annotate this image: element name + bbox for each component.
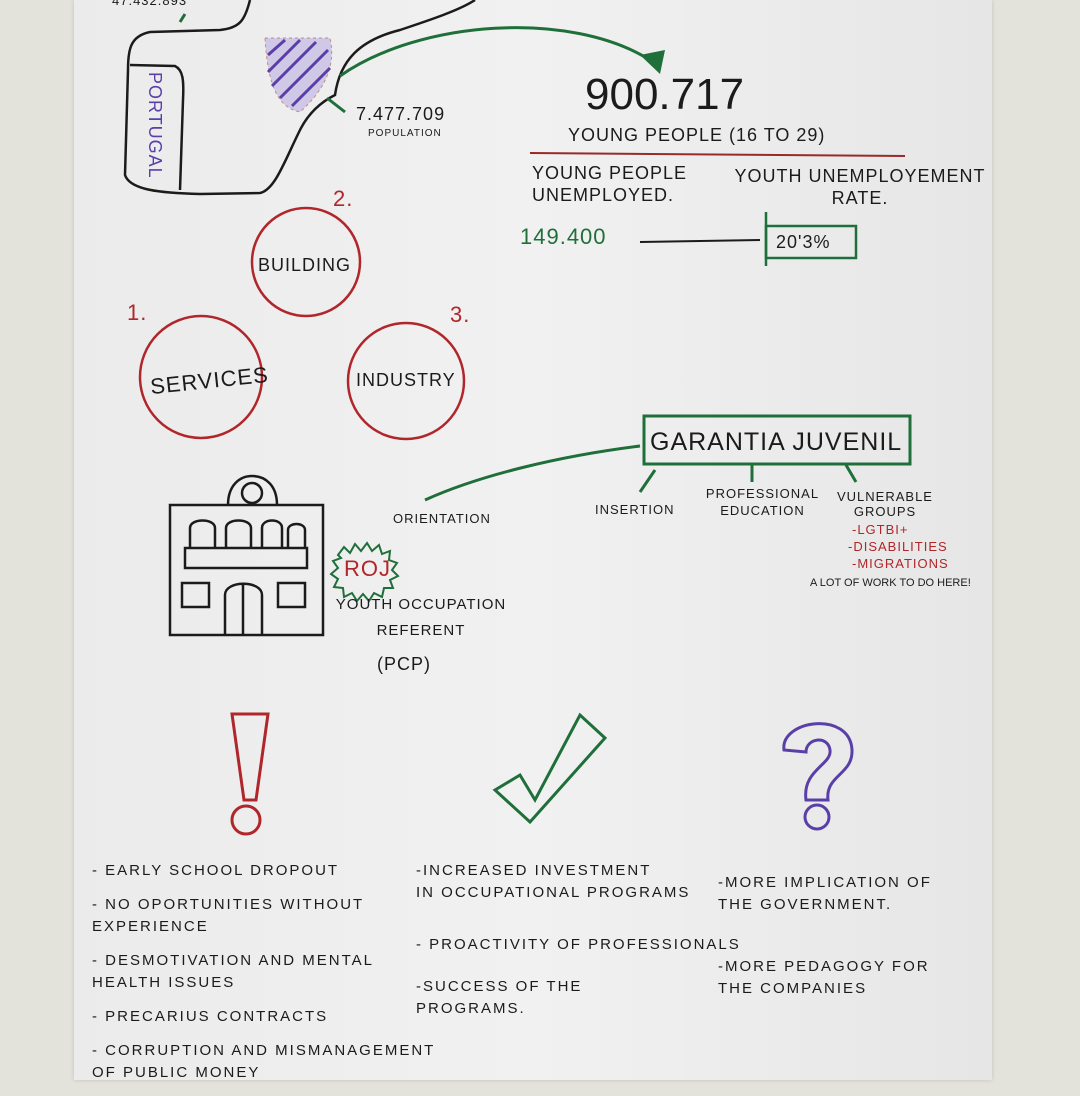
building-circle — [250, 206, 362, 318]
problem-item: - DESMOTIVATION AND MENTAL HEALTH ISSUES — [92, 952, 375, 991]
problem-item: - NO OPORTUNITIES WITHOUT EXPERIENCE — [92, 896, 365, 935]
portugal-outline — [129, 63, 185, 191]
rate-label: YOUTH UNEMPLOYEMENT RATE. — [734, 166, 986, 208]
rate-value: 20'3% — [776, 232, 831, 252]
portugal-label: PORTUGAL — [145, 72, 165, 179]
positives-list: -INCREASED INVESTMENT IN OCCUPATIONAL PR… — [416, 860, 741, 1032]
positive-item: -SUCCESS OF THE PROGRAMS. — [416, 978, 583, 1017]
problems-list: - EARLY SCHOOL DROPOUT - NO OPORTUNITIES… — [92, 860, 435, 1096]
group-disabilities: -DISABILITIES — [848, 539, 948, 554]
unemployed-value: 149.400 — [520, 224, 607, 249]
branch-orientation: ORIENTATION — [393, 511, 491, 526]
questions-list: -MORE IMPLICATION OF THE GOVERNMENT. -MO… — [718, 872, 932, 1012]
sector-industry: INDUSTRY — [356, 370, 456, 390]
sector-number-3: 3. — [450, 302, 471, 327]
region-population-value: 7.477.709 — [356, 104, 446, 124]
unemployed-label: YOUNG PEOPLE UNEMPLOYED. — [532, 163, 688, 205]
positive-item: - PROACTIVITY OF PROFESSIONALS — [416, 936, 741, 953]
garantia-title: GARANTIA JUVENIL — [650, 428, 903, 456]
question-item: -MORE IMPLICATION OF THE GOVERNMENT. — [718, 874, 932, 913]
industry-circle — [346, 321, 466, 441]
roj-sub: (PCP) — [377, 654, 431, 674]
problem-item: - PRECARIUS CONTRACTS — [92, 1008, 329, 1025]
building-drawing — [168, 474, 325, 637]
sector-number-1: 1. — [127, 300, 148, 325]
sector-building: BUILDING — [258, 255, 352, 275]
spain-map-outline — [123, 0, 476, 196]
roj-badge-burst — [329, 541, 400, 603]
roj-label: YOUTH OCCUPATION REFERENT — [335, 596, 507, 639]
exclamation-icon — [230, 712, 270, 836]
roj-badge: ROJ — [344, 556, 391, 581]
group-lgtbi: -LGTBI+ — [852, 522, 909, 537]
spain-population: 47.432.893 — [112, 0, 188, 8]
vulnerable-note: A LOT OF WORK TO DO HERE! — [810, 577, 971, 589]
branch-professional-education: PROFESSIONAL EDUCATION — [705, 486, 820, 518]
positive-item: -INCREASED INVESTMENT IN OCCUPATIONAL PR… — [416, 862, 691, 901]
question-item: -MORE PEDAGOGY FOR THE COMPANIES — [718, 958, 930, 997]
garantia-box — [642, 414, 912, 466]
problem-item: - CORRUPTION AND MISMANAGEMENT OF PUBLIC… — [92, 1042, 436, 1081]
young-people-label: YOUNG PEOPLE (16 to 29) — [568, 125, 826, 145]
branch-vulnerable-groups: VULNERABLE GROUPS — [837, 489, 933, 519]
arrow-to-young-people — [339, 26, 651, 78]
group-migrations: -MIGRATIONS — [852, 556, 949, 571]
checkmark-icon — [492, 712, 608, 825]
question-mark-icon — [782, 722, 854, 831]
problem-item: - EARLY SCHOOL DROPOUT — [92, 862, 340, 879]
population-label: POPULATION — [368, 128, 442, 139]
young-people-count: 900.717 — [585, 70, 745, 119]
services-circle — [138, 314, 264, 440]
sector-number-2: 2. — [333, 186, 354, 211]
branch-insertion: INSERTION — [595, 502, 675, 517]
